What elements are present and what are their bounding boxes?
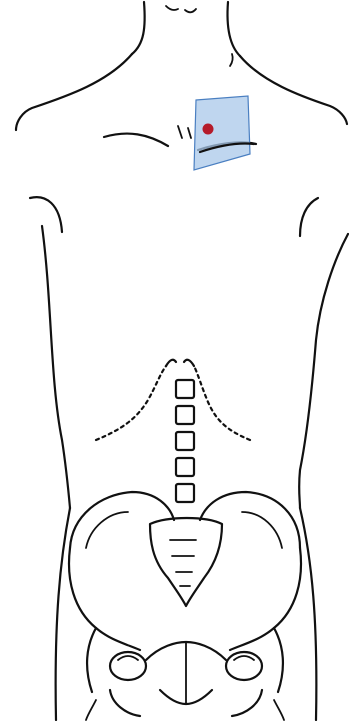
pelvis xyxy=(69,492,301,716)
costal-arch xyxy=(96,360,250,440)
chin-lines xyxy=(166,6,196,12)
armpits xyxy=(30,197,318,236)
highlight-region xyxy=(194,54,254,170)
highlight-box xyxy=(194,96,250,170)
vertebrae xyxy=(176,380,194,502)
marker-dot xyxy=(203,124,214,135)
shoulders xyxy=(16,54,347,130)
